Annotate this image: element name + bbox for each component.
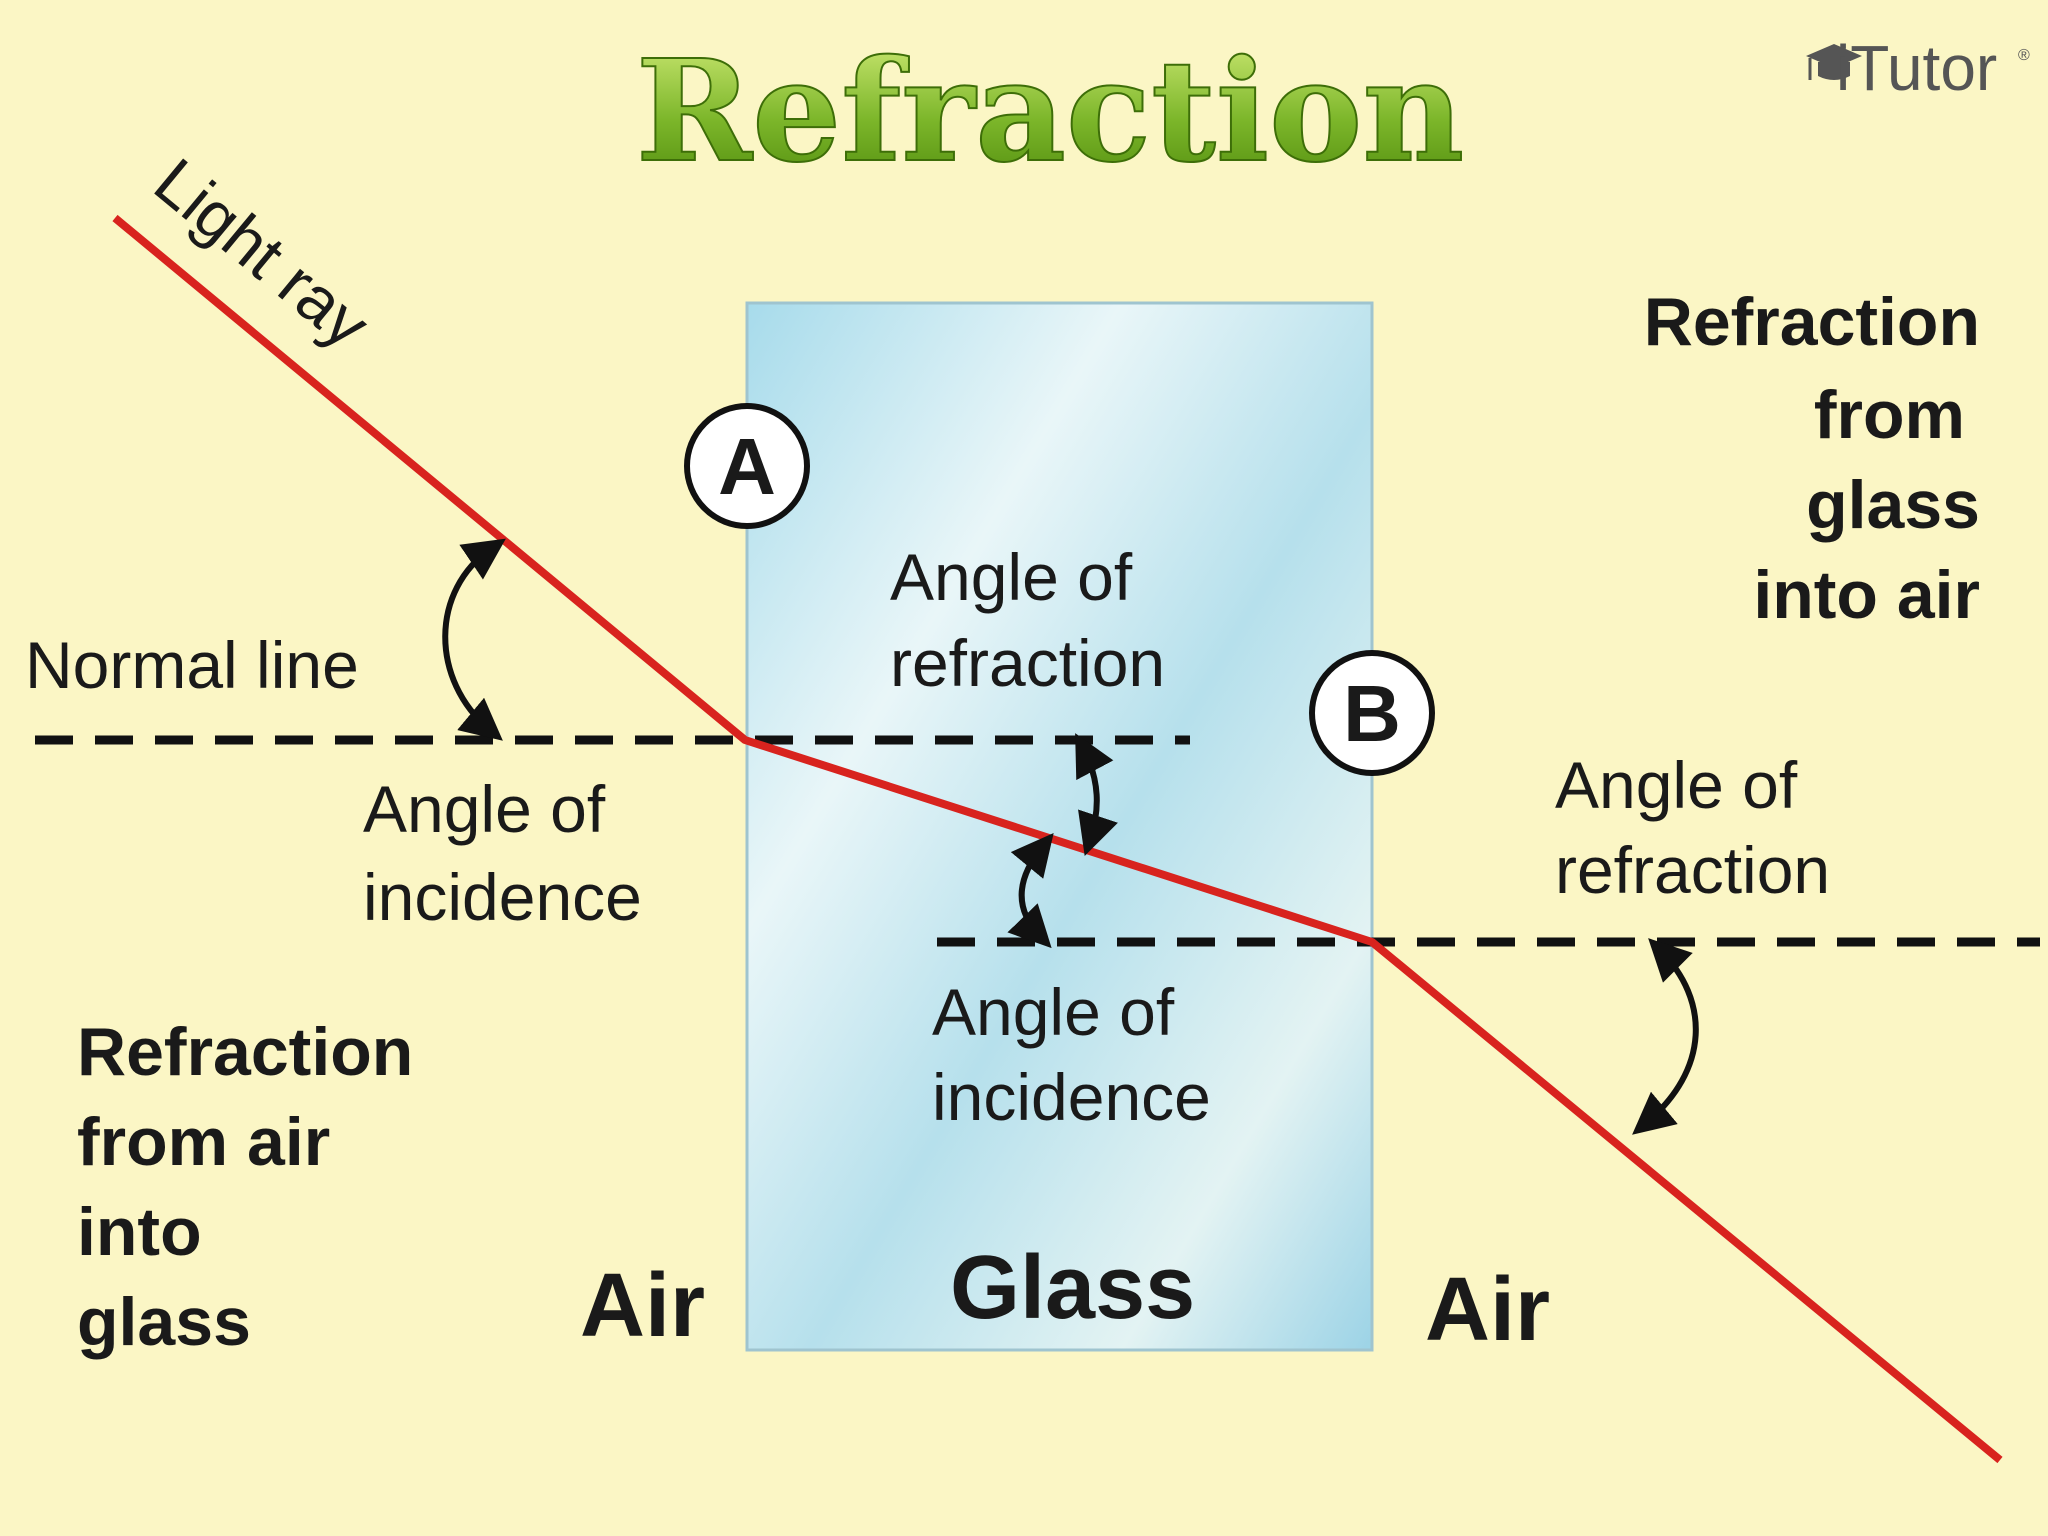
- angle-refraction-arrow-a: [1075, 733, 1118, 856]
- angle-refraction-a-line2: refraction: [890, 626, 1165, 700]
- caption-air-to-glass-line1: Refraction: [77, 1014, 413, 1090]
- point-b-marker: B: [1309, 650, 1435, 776]
- angle-incidence-a-line1: Angle of: [363, 772, 606, 846]
- angle-incidence-a-line2: incidence: [363, 860, 642, 934]
- caption-air-to-glass-line2: from air: [77, 1104, 330, 1180]
- light-ray-label: Light ray: [141, 144, 383, 362]
- graduation-cap-icon: [1806, 44, 1862, 80]
- angle-incidence-arrow-b: [1007, 833, 1054, 949]
- page-title: Refraction: [636, 30, 1464, 194]
- point-a-label: A: [718, 422, 776, 511]
- angle-refraction-a-line1: Angle of: [890, 540, 1133, 614]
- medium-air-right-label: Air: [1425, 1260, 1550, 1360]
- itutor-logo: iTutor ®: [1806, 32, 2030, 104]
- angle-refraction-b-line1: Angle of: [1555, 748, 1798, 822]
- caption-air-to-glass: Refraction from air into glass: [77, 1014, 413, 1360]
- glass-block: [745, 301, 1374, 1352]
- angle-refraction-arrow-b: [1632, 938, 1699, 1135]
- medium-air-left-label: Air: [580, 1256, 705, 1356]
- caption-glass-to-air-line1: Refraction: [1644, 284, 1980, 360]
- angle-incidence-arrow-a: [442, 538, 506, 741]
- point-a-marker: A: [684, 403, 810, 529]
- light-ray: [112, 214, 2003, 1464]
- caption-glass-to-air-line3: glass: [1806, 467, 1980, 543]
- caption-glass-to-air-line4: into air: [1753, 557, 1980, 633]
- registered-mark: ®: [2018, 47, 2030, 64]
- caption-air-to-glass-line4: glass: [77, 1284, 251, 1360]
- caption-glass-to-air-line2: from: [1814, 377, 1965, 453]
- normal-line-label: Normal line: [25, 628, 359, 702]
- angle-refraction-b-line2: refraction: [1555, 833, 1830, 907]
- point-b-label: B: [1343, 669, 1401, 758]
- caption-glass-to-air: Refraction from glass into air: [1644, 284, 1980, 633]
- medium-glass-label: Glass: [950, 1238, 1195, 1338]
- angle-incidence-b-line2: incidence: [932, 1060, 1211, 1134]
- logo-text: iTutor: [1836, 32, 1997, 104]
- caption-air-to-glass-line3: into: [77, 1194, 202, 1270]
- angle-incidence-b-line1: Angle of: [932, 975, 1175, 1049]
